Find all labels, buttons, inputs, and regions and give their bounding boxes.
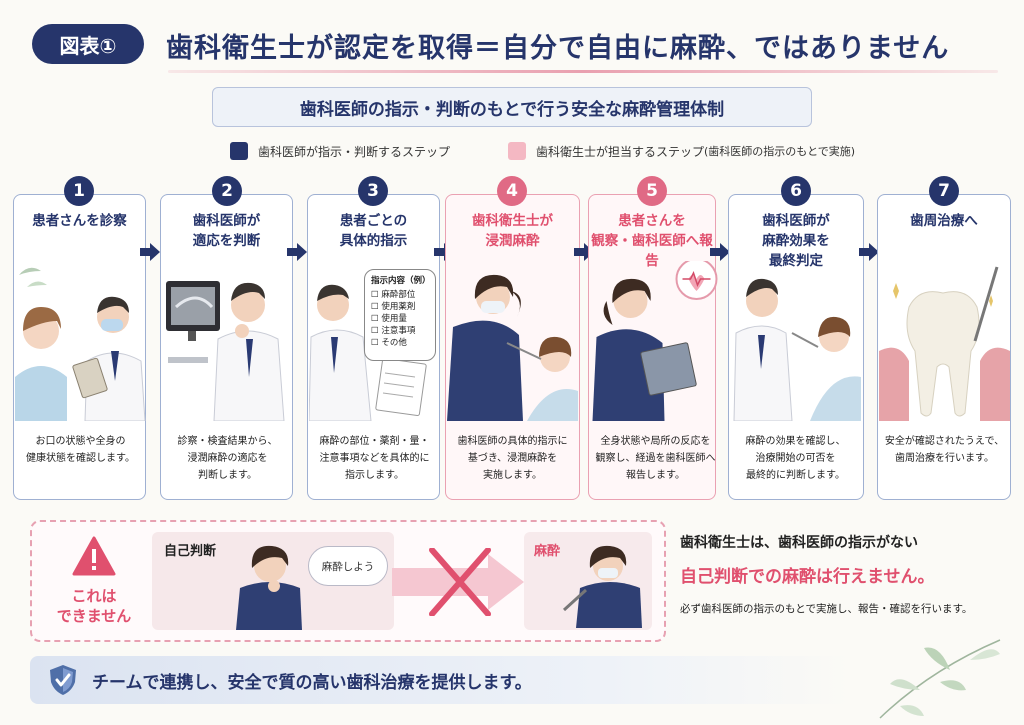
hygienist-syringe-figure (562, 545, 642, 628)
page-title: 歯科衛生士が認定を取得＝自分で自由に麻酔、ではありません (166, 33, 950, 64)
step-1-illustration (15, 267, 146, 421)
legend-dentist-swatch (230, 142, 248, 160)
step-4-number: 4 (497, 176, 527, 206)
step-7-box: 歯周治療へ 安全が確認されたうえで、 歯周治療を行います。 (877, 194, 1011, 500)
step-6-number: 6 (781, 176, 811, 206)
legend-hygienist-swatch (508, 142, 526, 160)
step-4-box: 歯科衛生士が 浸潤麻酔 歯科医師の具体的指示に 基づき、浸潤麻酔を 実施します。 (445, 194, 580, 500)
step-7-description: 安全が確認されたうえで、 歯周治療を行います。 (884, 436, 1005, 464)
step-7-illustration (879, 266, 1010, 421)
step-3-box: 患者ごとの 具体的指示 指示内容（例） ☐ 麻酔部位 ☐ 使用薬剤 ☐ 使用量 … (307, 194, 440, 500)
warning-column: これは できません (44, 532, 144, 632)
step-4-title: 歯科衛生士が 浸潤麻酔 (472, 213, 553, 249)
title-underline (168, 70, 998, 73)
memo-item: ☐ その他 (371, 338, 407, 348)
step-5-title: 患者さんを 観察・歯科医師へ報告 (591, 213, 713, 269)
arrow-5-6 (710, 243, 730, 261)
step-2-title: 歯科医師が 適応を判断 (192, 213, 261, 249)
step-6-illustration (733, 278, 861, 421)
self-judgment-label: 自己判断 (164, 544, 217, 559)
step-7-number: 7 (929, 176, 959, 206)
shield-icon (50, 665, 76, 695)
instruction-memo: 指示内容（例） ☐ 麻酔部位 ☐ 使用薬剤 ☐ 使用量 ☐ 注意事項 ☐ その他 (364, 269, 436, 361)
step-5-number: 5 (637, 176, 667, 206)
legend-dentist-label: 歯科医師が指示・判断するステップ (258, 144, 451, 159)
step-1-box: 患者さんを診察 お口の状態や全身の 健康状態を確認します。 (13, 194, 146, 500)
rule-explanation: 歯科衛生士は、歯科医師の指示がない 自己判断での麻酔は行えません。 必ず歯科医師… (680, 532, 1010, 616)
step-2-description: 診察・検査結果から、 浸潤麻酔の適応を 判断します。 (177, 436, 278, 481)
warning-icon (72, 536, 116, 576)
arrow-1-2 (140, 243, 160, 261)
step-2-box: 歯科医師が 適応を判断 診察・検査結果から、 浸潤麻酔の適応を 判断します。 (160, 194, 293, 500)
memo-item: ☐ 使用薬剤 (371, 302, 416, 312)
step-3-title: 患者ごとの 具体的指示 (339, 213, 408, 249)
legend-dentist: 歯科医師が指示・判断するステップ (230, 142, 450, 160)
memo-item: ☐ 使用量 (371, 314, 407, 324)
memo-heading: 指示内容（例） (371, 276, 431, 286)
rule-line-2: 自己判断での麻酔は行えません。 (680, 567, 935, 587)
step-1-description: お口の状態や全身の 健康状態を確認します。 (26, 436, 135, 464)
step-2-illustration (166, 281, 285, 421)
rule-line-3: 必ず歯科医師の指示のもとで実施し、報告・確認を行います。 (680, 603, 973, 615)
step-5-description: 全身状態や局所の反応を 観察し、経過を歯科医師へ 報告します。 (595, 436, 716, 481)
rule-line-1: 歯科衛生士は、歯科医師の指示がない (680, 535, 918, 551)
step-2-number: 2 (212, 176, 242, 206)
memo-item: ☐ 注意事項 (371, 326, 416, 336)
step-3-number: 3 (358, 176, 388, 206)
forbidden-arrow (392, 548, 524, 616)
prohibition-panel: これは できません 自己判断 麻酔しよう 麻酔 (30, 520, 666, 642)
step-6-box: 歯科医師が 麻酔効果を 最終判定 麻酔の効果を確認し、 治療開始の可否を 最終的… (728, 194, 864, 500)
warning-text: これは できません (56, 587, 132, 625)
anesthesia-box: 麻酔 (524, 532, 652, 630)
step-3-description: 麻酔の部位・薬剤・量・ 注意事項などを具体的に 指示します。 (319, 436, 430, 481)
step-4-description: 歯科医師の具体的指示に 基づき、浸潤麻酔を 実施します。 (457, 436, 568, 481)
arrow-6-7 (859, 243, 879, 261)
team-banner: チームで連携し、安全で質の高い歯科治療を提供します。 (30, 656, 850, 704)
step-4-illustration (447, 274, 578, 421)
subtitle-box: 歯科医師の指示・判断のもとで行う安全な麻酔管理体制 (212, 87, 812, 127)
self-judgment-box: 自己判断 麻酔しよう (152, 532, 394, 630)
legend: 歯科医師が指示・判断するステップ 歯科衛生士が担当するステップ (歯科医師の指示… (0, 142, 1024, 164)
thought-bubble: 麻酔しよう (308, 546, 388, 586)
hygienist-thinking-figure (236, 545, 302, 630)
figure-badge: 図表① (32, 24, 144, 64)
step-6-description: 麻酔の効果を確認し、 治療開始の可否を 最終的に判断します。 (745, 436, 846, 481)
anesthesia-label: 麻酔 (534, 544, 561, 559)
step-5-box: 患者さんを 観察・歯科医師へ報告 全身状態や局所の反応を 観察し、経過を歯科医師… (588, 194, 718, 500)
step-3-illustration (309, 284, 427, 421)
leaf-decoration (879, 639, 1001, 719)
step-1-title: 患者さんを診察 (32, 213, 127, 229)
step-6-title: 歯科医師が 麻酔効果を 最終判定 (762, 213, 830, 269)
step-1-number: 1 (64, 176, 94, 206)
banner-text: チームで連携し、安全で質の高い歯科治療を提供します。 (92, 672, 532, 693)
memo-item: ☐ 麻酔部位 (371, 290, 416, 300)
legend-hygienist-note: (歯科医師の指示のもとで実施) (704, 145, 856, 158)
step-5-illustration (592, 261, 718, 421)
header: 図表① 歯科衛生士が認定を取得＝自分で自由に麻酔、ではありません (18, 16, 1008, 76)
step-7-title: 歯周治療へ (910, 213, 978, 229)
legend-hygienist: 歯科衛生士が担当するステップ (歯科医師の指示のもとで実施) (508, 142, 855, 160)
arrow-2-3 (287, 243, 307, 261)
legend-hygienist-label: 歯科衛生士が担当するステップ (536, 144, 705, 159)
